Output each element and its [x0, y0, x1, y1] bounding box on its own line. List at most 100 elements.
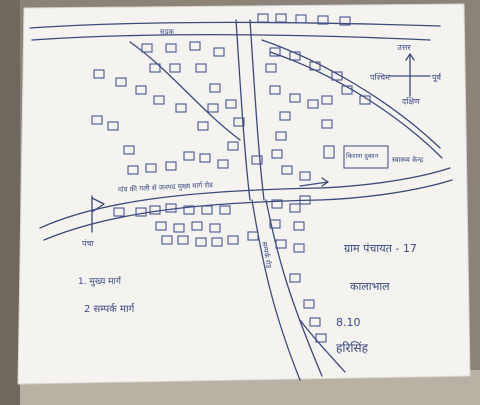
house: [265, 63, 277, 73]
house: [165, 43, 177, 53]
compass-north-arrow-icon: [405, 53, 415, 61]
house: [331, 71, 343, 81]
house: [113, 207, 125, 217]
house: [247, 231, 259, 241]
house: [123, 145, 135, 155]
flag-icon: [91, 195, 105, 233]
house: [195, 63, 207, 73]
house: [217, 159, 229, 169]
house: [303, 299, 315, 309]
legend-item-2: 2 सम्पर्क मार्ग: [84, 303, 135, 315]
house: [293, 221, 305, 231]
house: [251, 155, 263, 165]
house: [317, 15, 329, 25]
vertical-road-edge-1: [235, 19, 251, 201]
house: [269, 47, 281, 57]
house: [207, 103, 219, 113]
village-name: कालाभाल: [350, 280, 390, 293]
house: [269, 85, 281, 95]
house: [165, 161, 177, 171]
compass-rose: [389, 53, 431, 97]
left-shadow: [0, 0, 20, 405]
compass-north-label: उत्तर: [397, 43, 411, 52]
upper-right-road-1: [261, 39, 441, 149]
house: [295, 14, 307, 24]
house: [213, 47, 225, 57]
house: [309, 317, 321, 327]
top-road-label: सड़क: [160, 28, 174, 36]
houses: [91, 13, 371, 343]
house: [209, 223, 221, 233]
house: [289, 51, 301, 61]
house: [293, 243, 305, 253]
house: [281, 165, 293, 175]
house: [153, 95, 165, 105]
house: [175, 103, 187, 113]
house: [271, 149, 283, 159]
house: [299, 171, 311, 181]
house: [211, 237, 223, 247]
house: [275, 239, 287, 249]
shop-building: [323, 145, 335, 159]
house: [225, 99, 237, 109]
date-text: 8.10: [336, 316, 361, 329]
house: [141, 43, 153, 53]
house: [271, 199, 283, 209]
clinic-label: स्वास्थ्य केन्द्र: [392, 155, 424, 164]
house: [177, 235, 189, 245]
house: [199, 153, 211, 163]
house: [93, 69, 105, 79]
house: [189, 41, 201, 51]
house: [341, 85, 353, 95]
signature-text: हरिसिंह: [336, 341, 369, 355]
house: [169, 63, 181, 73]
top-road-edge-2: [31, 34, 431, 41]
lower-road-edge-1: [251, 199, 301, 381]
house: [279, 111, 291, 121]
house: [209, 83, 221, 93]
vertical-road-edge-2: [249, 19, 265, 201]
house: [115, 77, 127, 87]
house: [227, 141, 239, 151]
shop-label: किराना दुकान: [346, 152, 379, 160]
paper-sheet: [17, 3, 471, 385]
house: [183, 205, 195, 215]
ward-label: ग्राम पंचायत - 17: [344, 242, 417, 255]
house: [161, 235, 173, 245]
house: [149, 205, 161, 215]
flag-cloth: [91, 197, 105, 213]
house: [227, 235, 239, 245]
house: [275, 131, 287, 141]
arrow-icon: [299, 177, 329, 187]
house: [183, 151, 195, 161]
house: [359, 95, 371, 105]
house: [155, 221, 167, 231]
compass-west-label: पश्चिम: [370, 72, 390, 82]
house: [321, 119, 333, 129]
top-road-edge-1: [29, 21, 441, 29]
house: [135, 207, 147, 217]
house: [339, 16, 351, 26]
house: [289, 93, 301, 103]
house: [289, 203, 301, 213]
house: [315, 333, 327, 343]
house: [257, 13, 269, 23]
house: [309, 61, 321, 71]
house: [135, 85, 147, 95]
house: [307, 99, 319, 109]
house: [269, 219, 281, 229]
house: [233, 117, 245, 127]
house: [91, 115, 103, 125]
shop-label-box: [343, 145, 389, 169]
house: [289, 273, 301, 283]
main-road-edge-1: [39, 167, 451, 229]
side-road: [299, 319, 346, 373]
house: [195, 237, 207, 247]
house: [145, 163, 157, 173]
main-road-edge-2: [43, 179, 453, 241]
house: [107, 121, 119, 131]
house: [191, 221, 203, 231]
house: [127, 165, 139, 175]
